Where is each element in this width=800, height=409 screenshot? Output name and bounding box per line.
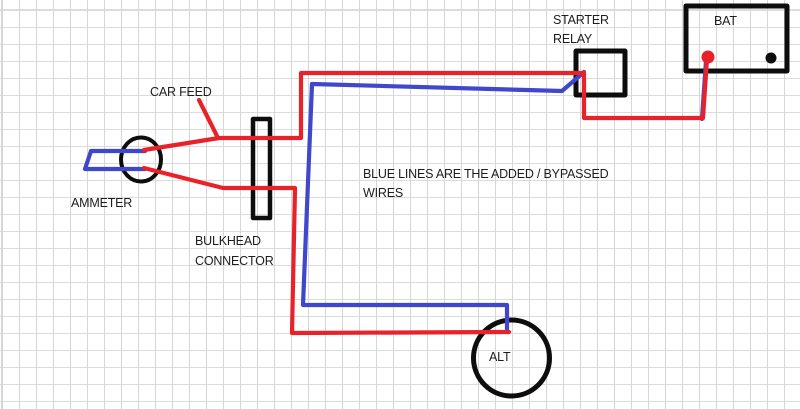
battery-label: BAT (714, 14, 737, 28)
factory-wires (141, 56, 710, 336)
bulkhead-connector-label: BULKHEAD CONNECTOR (195, 234, 274, 268)
factory-wire-top-run (141, 56, 710, 153)
battery-negative-terminal-dot (765, 52, 777, 64)
factory-wire-bottom-run (141, 165, 512, 336)
bypass-wire-main-run (300, 69, 587, 335)
starter-relay-label: STARTER RELAY (553, 13, 609, 46)
battery-positive-terminal-dot (701, 50, 715, 64)
battery-symbol (683, 3, 790, 74)
ammeter-symbol (119, 135, 163, 184)
car-feed-pointer-line (196, 97, 220, 139)
ammeter-label: AMMETER (71, 196, 133, 210)
bypass-note-label: BLUE LINES ARE THE ADDED / BYPASSED WIRE… (363, 167, 609, 200)
bypass-wire-ammeter-loop (82, 148, 148, 172)
alternator-label: ALT (489, 350, 511, 364)
alternator-symbol (471, 317, 552, 399)
bulkhead-connector-symbol (250, 116, 273, 221)
component-shapes (119, 3, 790, 399)
car-feed-label: CAR FEED (150, 85, 212, 99)
